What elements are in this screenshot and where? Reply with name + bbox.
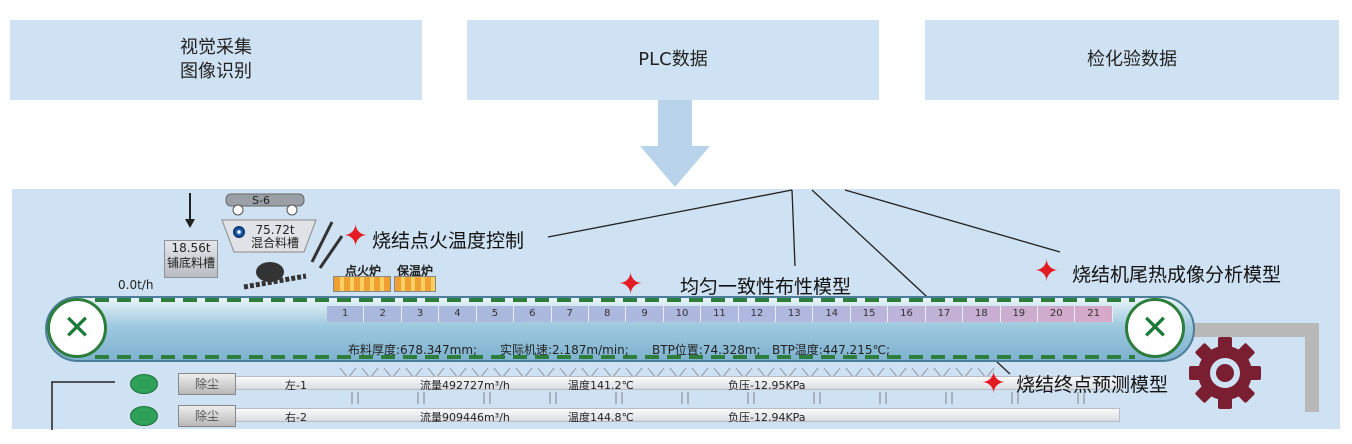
red-star-icon: ✦ [981, 366, 1007, 401]
segment-18: 18 [963, 306, 1001, 322]
ignite-furnace-label: 点火炉 [345, 264, 382, 278]
duster-1: 除尘 [178, 373, 236, 395]
plc-source-box: PLC数据 [467, 20, 879, 100]
model-thermal: 烧结机尾热成像分析模型 [1072, 264, 1282, 286]
segment-2: 2 [364, 306, 402, 322]
bed-value: 18.56t [171, 241, 211, 255]
arrow-down-icon [640, 100, 710, 187]
belt-chain-top [95, 298, 1135, 302]
mix-hopper: 75.72t 混合料槽 [251, 224, 299, 250]
flow-rate: 0.0t/h [118, 278, 154, 292]
segment-13: 13 [776, 306, 814, 322]
hold-furnace-label: 保温炉 [397, 264, 434, 278]
red-star-icon: ✦ [1034, 254, 1060, 289]
pipe-1-pressure: 负压-12.95KPa [728, 379, 806, 392]
duster-2: 除尘 [178, 405, 236, 427]
segment-5: 5 [477, 306, 515, 322]
red-star-icon: ✦ [343, 219, 369, 254]
speed: 实际机速:2.187m/min; [500, 343, 629, 357]
segment-15: 15 [851, 306, 889, 322]
mix-value: 75.72t [255, 223, 295, 237]
pipe-1-flow: 流量492727m³/h [420, 379, 510, 392]
pipe-2-temp: 温度144.8℃ [568, 411, 634, 424]
segment-14: 14 [813, 306, 851, 322]
segment-21: 21 [1075, 306, 1113, 322]
segment-17: 17 [926, 306, 964, 322]
pipe-2-flow: 流量909446m³/h [420, 411, 510, 424]
red-star-icon: ✦ [618, 267, 644, 302]
btp-position: BTP位置:74.328m; [652, 343, 761, 357]
segment-20: 20 [1038, 306, 1076, 322]
pipe-2-name: 右-2 [285, 411, 307, 424]
bed-label: 铺底料槽 [166, 256, 215, 270]
fan-icon [130, 374, 158, 394]
ignite-furnace [333, 276, 391, 292]
bed-hopper: 18.56t 铺底料槽 [164, 240, 218, 278]
thickness: 布料厚度:678.347mm; [348, 343, 478, 357]
segment-8: 8 [589, 306, 627, 322]
segment-4: 4 [439, 306, 477, 322]
lab-source-box: 检化验数据 [925, 20, 1339, 100]
mix-label: 混合料槽 [251, 236, 300, 250]
segment-11: 11 [701, 306, 739, 322]
duct-pipe-2 [230, 408, 1120, 422]
segment-12: 12 [739, 306, 777, 322]
fan-icon [130, 406, 158, 426]
vision-line2: 图像识别 [180, 61, 252, 82]
segment-1: 1 [327, 306, 365, 322]
hold-furnace [394, 276, 436, 292]
hopper-tag: S-6 [252, 194, 270, 207]
segment-16: 16 [888, 306, 926, 322]
head-roller-icon: ✕ [47, 298, 107, 358]
tail-roller-icon: ✕ [1125, 298, 1185, 358]
segment-9: 9 [626, 306, 664, 322]
segment-6: 6 [514, 306, 552, 322]
segment-3: 3 [402, 306, 440, 322]
belt-chain-bottom [95, 355, 1135, 359]
segment-7: 7 [552, 306, 589, 322]
pipe-1-temp: 温度141.2℃ [568, 379, 634, 392]
pipe-2-pressure: 负压-12.94KPa [728, 411, 806, 424]
btp-temperature: BTP温度:447.215℃; [772, 343, 890, 357]
model-endpoint: 烧结终点预测模型 [1016, 374, 1169, 396]
gear-icon [1189, 337, 1261, 409]
segment-19: 19 [1001, 306, 1039, 322]
model-ignition: 烧结点火温度控制 [372, 230, 525, 252]
pipe-1-name: 左-1 [285, 379, 307, 392]
model-uniform: 均匀一致性布性模型 [680, 276, 852, 298]
segment-10: 10 [664, 306, 702, 322]
vision-source-box: 视觉采集 图像识别 [10, 20, 422, 100]
lab-label: 检化验数据 [1087, 49, 1177, 70]
plc-label: PLC数据 [638, 49, 708, 70]
vision-line1: 视觉采集 [180, 37, 252, 58]
